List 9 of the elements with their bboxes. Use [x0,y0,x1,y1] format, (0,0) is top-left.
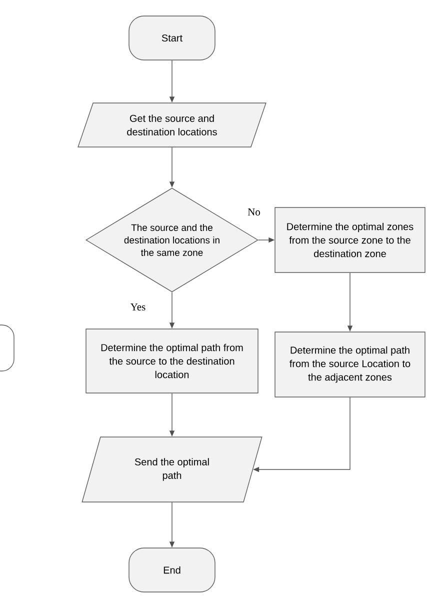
edge-label: Yes [129,302,147,312]
data-parallelogram: Get the source and destination locations [78,102,266,148]
process-box: Determine the optimal zones from the source zone to the destination zone [274,207,426,273]
data-parallelogram: Send the optimal path [82,436,262,502]
edge-label: No [246,208,262,216]
terminator: End [128,548,216,592]
process-box: Determine the optimal path from the source Location to the adjacent zones [274,332,426,398]
process-box: Determine the optimal path from the source to the destination location [86,328,258,394]
terminator: Start [128,16,216,60]
